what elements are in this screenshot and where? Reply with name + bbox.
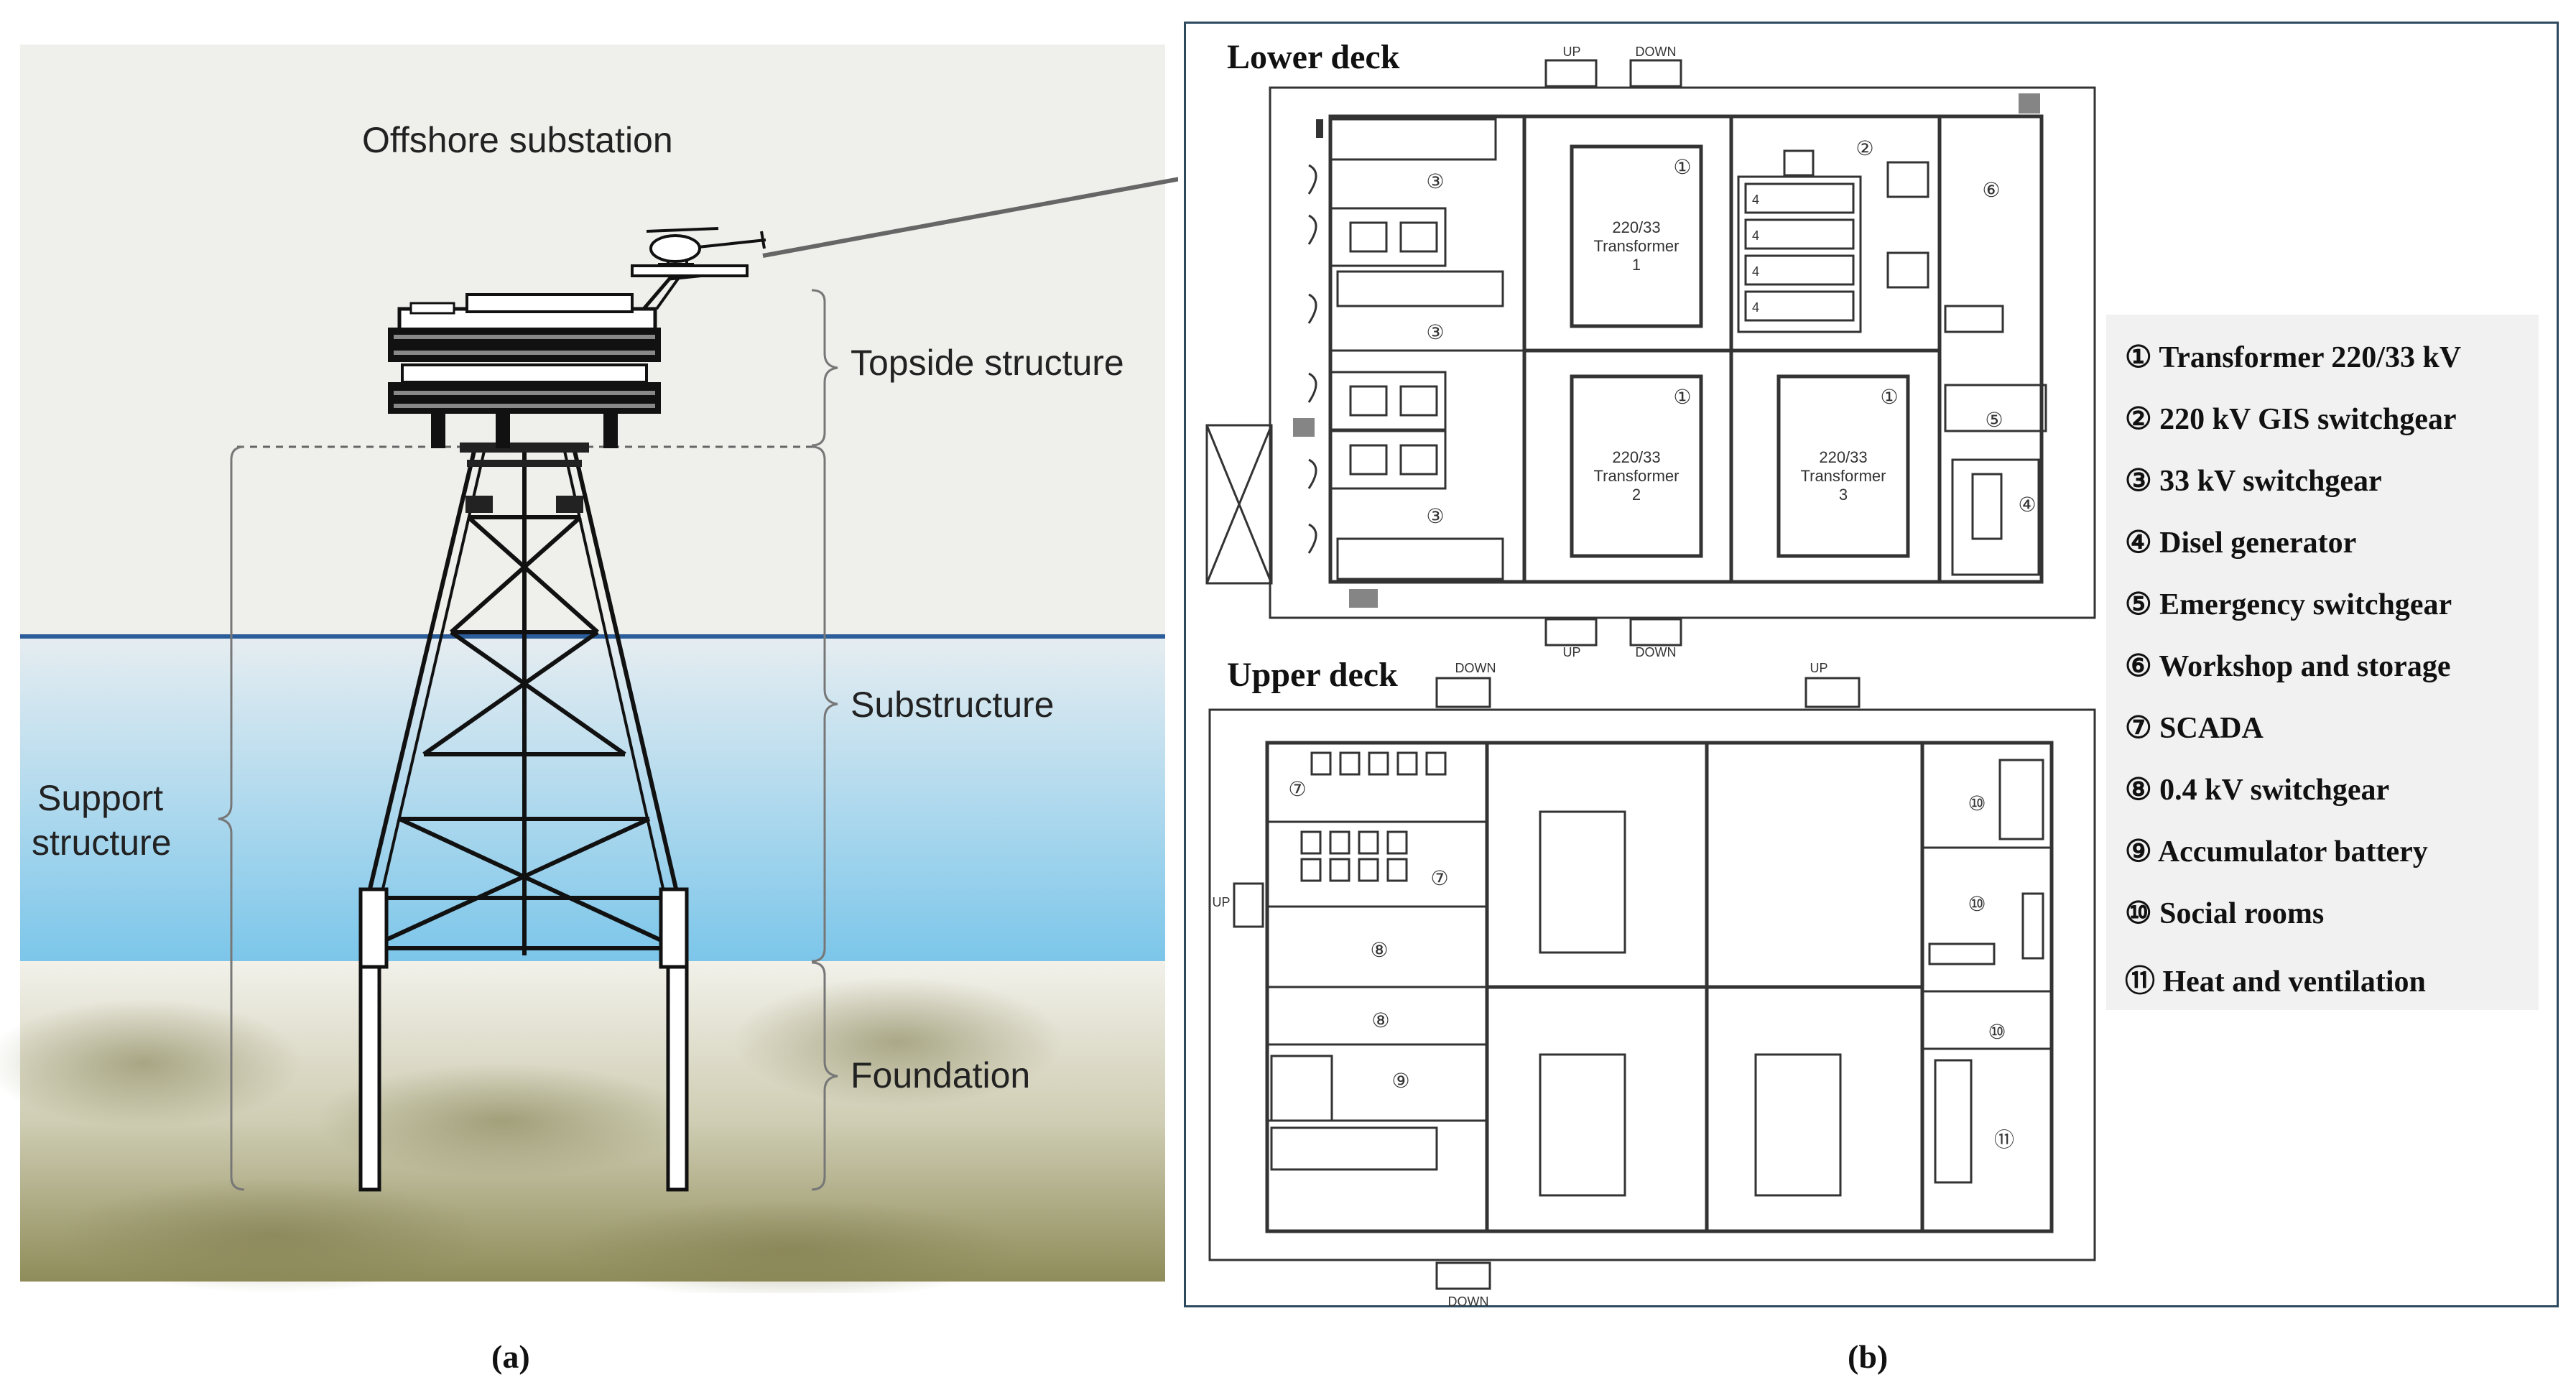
legend-item-transformer: ① Transformer 220/33 kV: [2125, 341, 2462, 374]
substructure-label: Substructure: [851, 685, 1055, 725]
legend-item-33kv-switchgear: ③ 33 kV switchgear: [2125, 465, 2382, 498]
offshore-substation-title: Offshore substation: [362, 120, 673, 160]
panel-a-substation-illustration: Offshore substation Topside structure Su…: [0, 0, 1185, 1300]
support-structure-label-line1: Support: [37, 778, 164, 818]
zoom-leader-line: [762, 176, 1185, 258]
legend-item-battery: ⑨ Accumulator battery: [2125, 835, 2428, 868]
legend-item-emergency-switchgear: ⑤ Emergency switchgear: [2125, 588, 2452, 621]
caption-a: (a): [491, 1338, 530, 1375]
topside-structure-label: Topside structure: [851, 343, 1124, 383]
helicopter-icon: [646, 227, 766, 266]
legend-item-hvac: ⑪ Heat and ventilation: [2125, 965, 2426, 999]
legend-item-workshop: ⑥ Workshop and storage: [2125, 650, 2451, 683]
foundation-label: Foundation: [851, 1055, 1031, 1095]
jacket-substructure: [366, 450, 680, 955]
legend-item-04kv-switchgear: ⑧ 0.4 kV switchgear: [2125, 774, 2390, 807]
legend-item-scada: ⑦ SCADA: [2125, 712, 2264, 745]
legend-item-gis-switchgear: ② 220 kV GIS switchgear: [2125, 403, 2457, 436]
room-legend: ① Transformer 220/33 kV ② 220 kV GIS swi…: [2106, 315, 2539, 1010]
substation-drawing: [0, 45, 1185, 1300]
lower-deck-title: Lower deck: [1227, 38, 1400, 76]
caption-b: (b): [1848, 1338, 1889, 1375]
section-braces: [218, 289, 838, 1191]
pile-sleeves: [358, 887, 689, 1192]
legend-item-social-rooms: ⑩ Social rooms: [2125, 897, 2325, 930]
support-structure-label-line2: structure: [32, 823, 172, 863]
transition-piece: [460, 443, 589, 513]
legend-item-generator: ④ Disel generator: [2125, 527, 2357, 560]
topside-deck: [388, 264, 749, 448]
upper-deck-title: Upper deck: [1227, 656, 1398, 694]
